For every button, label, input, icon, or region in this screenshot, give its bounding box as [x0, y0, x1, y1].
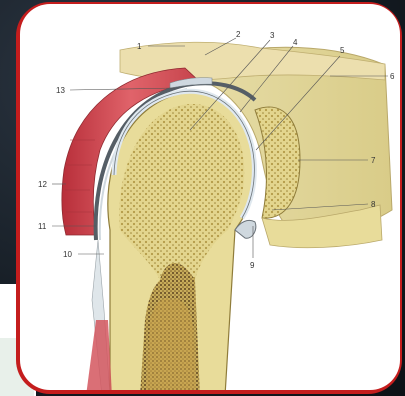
label-11: 11 [38, 222, 47, 231]
label-5: 5 [340, 46, 345, 55]
label-7: 7 [371, 156, 376, 165]
label-12: 12 [38, 180, 47, 189]
label-6: 6 [390, 72, 395, 81]
label-8: 8 [371, 200, 376, 209]
biceps-muscle [86, 320, 112, 390]
figure-card: 1 2 3 4 5 6 7 8 9 10 11 12 13 [20, 4, 400, 390]
label-1: 1 [137, 42, 142, 51]
shoulder-joint-illustration: 1 2 3 4 5 6 7 8 9 10 11 12 13 [20, 4, 400, 390]
label-4: 4 [293, 38, 298, 47]
label-13: 13 [56, 86, 65, 95]
label-3: 3 [270, 31, 275, 40]
label-2: 2 [236, 30, 241, 39]
label-10: 10 [63, 250, 72, 259]
label-9: 9 [250, 261, 255, 270]
